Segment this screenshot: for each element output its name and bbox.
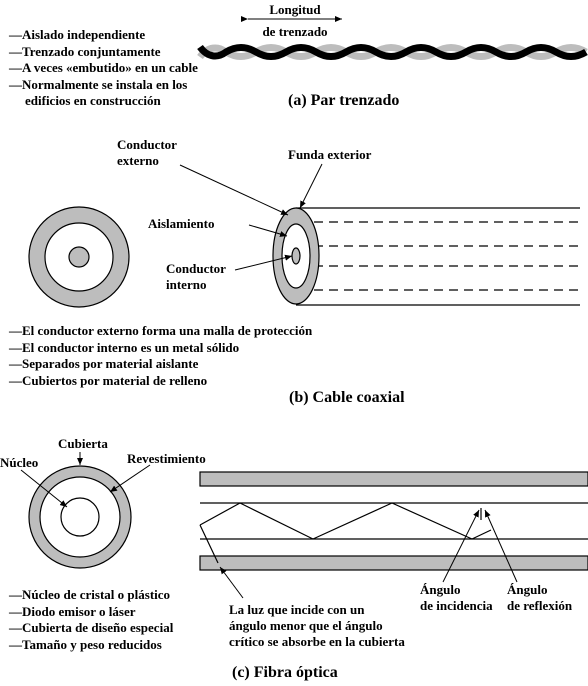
list-item: Tamaño y peso reducidos: [9, 637, 173, 654]
fiber-bottom-jacket: [199, 555, 588, 571]
list-item: Aislado independiente: [9, 27, 198, 44]
label-absorbed-light-line3: crítico se absorbe en la cubierta: [229, 634, 405, 649]
fiber-light-ray-zigzag: [199, 502, 492, 540]
fiber-caption: (c) Fibra óptica: [232, 664, 338, 681]
coax-leader-lines: [179, 163, 323, 271]
fiber-absorbed-ray: [199, 524, 219, 564]
twisted-pair-caption: (a) Par trenzado: [288, 92, 400, 109]
list-item: El conductor interno es un metal sólido: [9, 340, 312, 357]
coax-cable-side-view: [272, 207, 580, 306]
label-reflection-angle-line1: Ángulo: [507, 582, 548, 597]
coax-bullets: El conductor externo forma una malla de …: [9, 323, 312, 389]
label-incidence-angle-line1: Ángulo: [420, 582, 461, 597]
label-core: Núcleo: [0, 455, 39, 470]
twisted-pair-black-strand: [197, 44, 588, 60]
fiber-core: [60, 497, 100, 537]
fiber-cross-section: [20, 452, 151, 569]
label-incidence-angle-line2: de incidencia: [420, 598, 493, 613]
twist-length-label-line2: de trenzado: [262, 24, 328, 39]
label-outer-conductor-line2: externo: [117, 153, 159, 168]
list-item: Cubiertos por material de relleno: [9, 373, 312, 390]
coax-end-conductor: [291, 247, 301, 265]
twisted-pair-illustration: [197, 16, 588, 60]
label-jacket: Cubierta: [58, 436, 108, 451]
twisted-pair-bullets: Aislado independiente Trenzado conjuntam…: [9, 27, 198, 93]
list-item: Núcleo de cristal o plástico: [9, 587, 173, 604]
label-absorbed-light-line1: La luz que incide con un: [229, 602, 365, 617]
coax-cross-section: [28, 206, 130, 308]
fiber-bullets: Núcleo de cristal o plástico Diodo emiso…: [9, 587, 173, 653]
list-item: El conductor externo forma una malla de …: [9, 323, 312, 340]
list-item: Cubierta de diseño especial: [9, 620, 173, 637]
list-item: Diodo emisor o láser: [9, 604, 173, 621]
list-item: Separados por material aislante: [9, 356, 312, 373]
list-item: Normalmente se instala en los: [9, 77, 198, 94]
twisted-pair-bullet-continuation: edificios en construcción: [25, 93, 161, 108]
label-outer-conductor-line1: Conductor: [117, 137, 177, 152]
list-item: A veces «embutido» en un cable: [9, 60, 198, 77]
coax-inner-conductor: [68, 246, 90, 268]
label-inner-conductor-line2: interno: [166, 277, 207, 292]
coax-caption: (b) Cable coaxial: [289, 389, 405, 406]
label-absorbed-light-line2: ángulo menor que el ángulo: [229, 618, 383, 633]
label-inner-conductor-line1: Conductor: [166, 261, 226, 276]
twist-length-label: Longitud: [248, 2, 342, 18]
list-item: Trenzado conjuntamente: [9, 44, 198, 61]
label-insulation: Aislamiento: [148, 216, 215, 231]
fiber-top-jacket: [199, 471, 588, 487]
label-cladding: Revestimiento: [127, 451, 206, 466]
fiber-side-view: [199, 471, 588, 599]
label-reflection-angle-line2: de reflexión: [507, 598, 573, 613]
twist-length-label-line1: Longitud: [269, 2, 321, 17]
label-outer-jacket: Funda exterior: [288, 147, 372, 162]
